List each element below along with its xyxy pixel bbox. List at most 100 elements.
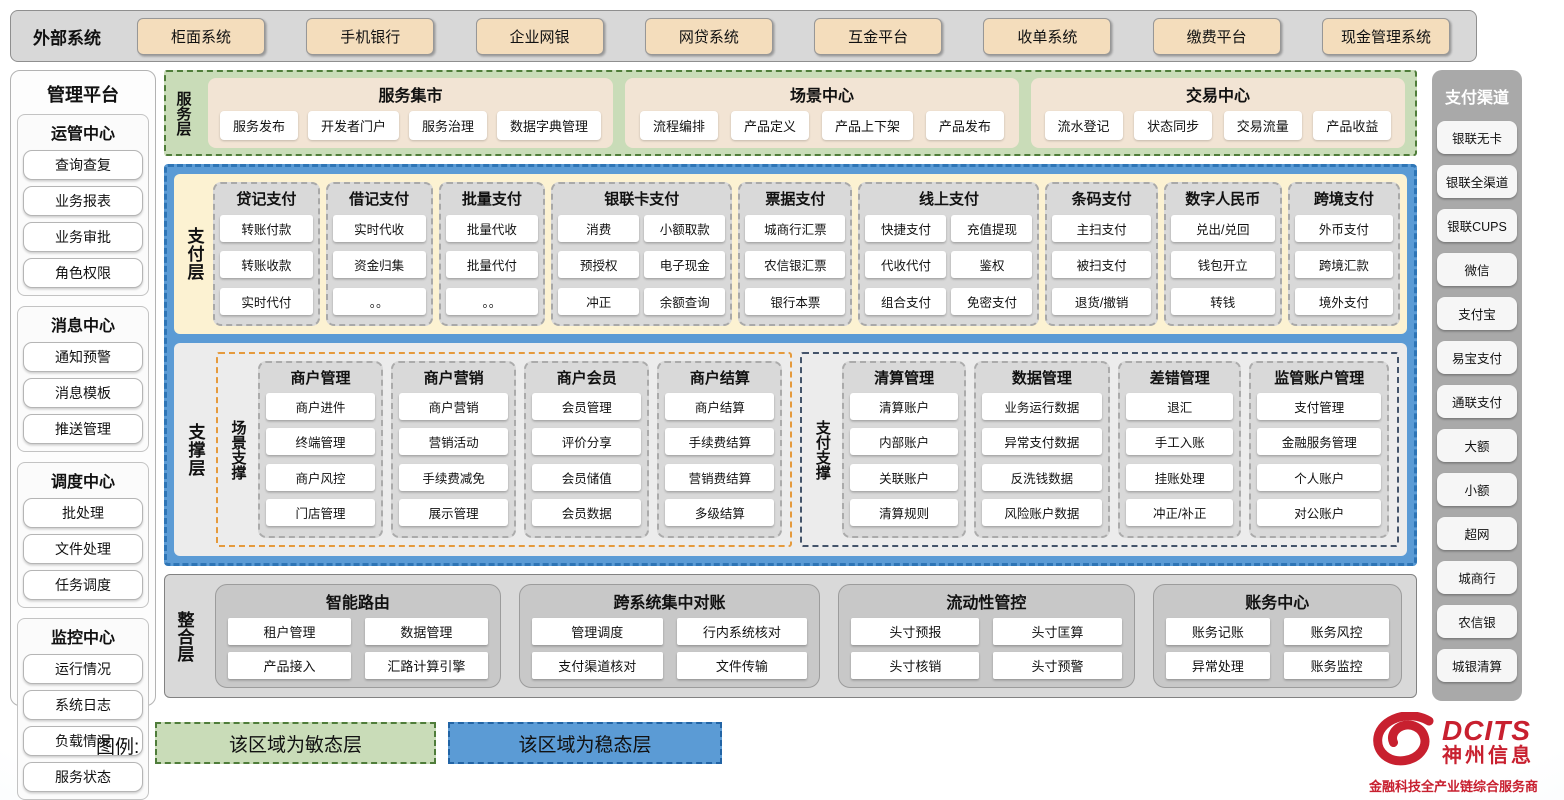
management-item-button[interactable]: 运行情况: [23, 654, 143, 684]
channel-button[interactable]: 城银清算: [1437, 649, 1517, 682]
integration-item-button[interactable]: 账务记账: [1166, 618, 1271, 645]
support-item-button[interactable]: 对公账户: [1257, 499, 1381, 526]
channel-button[interactable]: 通联支付: [1437, 385, 1517, 418]
integration-item-button[interactable]: 租户管理: [228, 618, 351, 645]
management-item-button[interactable]: 业务审批: [23, 222, 143, 252]
support-item-button[interactable]: 清算账户: [850, 393, 957, 420]
external-system-button[interactable]: 收单系统: [983, 18, 1111, 55]
support-item-button[interactable]: 反洗钱数据: [982, 464, 1102, 491]
integration-item-button[interactable]: 支付渠道核对: [532, 652, 663, 679]
payment-item-button[interactable]: 被扫支付: [1052, 251, 1150, 278]
service-item-button[interactable]: 产品上下架: [822, 111, 913, 140]
support-item-button[interactable]: 金融服务管理: [1257, 428, 1381, 455]
external-system-button[interactable]: 柜面系统: [137, 18, 265, 55]
payment-item-button[interactable]: 小额取款: [644, 215, 725, 242]
support-item-button[interactable]: 商户营销: [399, 393, 508, 420]
support-item-button[interactable]: 清算规则: [850, 499, 957, 526]
support-item-button[interactable]: 商户风控: [266, 464, 375, 491]
payment-item-button[interactable]: 银行本票: [745, 288, 845, 315]
support-item-button[interactable]: 内部账户: [850, 428, 957, 455]
support-item-button[interactable]: 展示管理: [399, 499, 508, 526]
support-item-button[interactable]: 会员储值: [532, 464, 641, 491]
support-item-button[interactable]: 营销费结算: [665, 464, 774, 491]
payment-item-button[interactable]: 外币支付: [1295, 215, 1393, 242]
integration-item-button[interactable]: 文件传输: [677, 652, 808, 679]
support-item-button[interactable]: 支付管理: [1257, 393, 1381, 420]
channel-button[interactable]: 城商行: [1437, 561, 1517, 594]
management-item-button[interactable]: 查询查复: [23, 150, 143, 180]
channel-button[interactable]: 银联全渠道: [1437, 165, 1517, 198]
integration-item-button[interactable]: 异常处理: [1166, 652, 1271, 679]
payment-item-button[interactable]: 余额查询: [644, 288, 725, 315]
channel-button[interactable]: 微信: [1437, 253, 1517, 286]
external-system-button[interactable]: 现金管理系统: [1322, 18, 1450, 55]
service-item-button[interactable]: 状态同步: [1134, 111, 1212, 140]
payment-item-button[interactable]: 鉴权: [951, 251, 1032, 278]
integration-item-button[interactable]: 行内系统核对: [677, 618, 808, 645]
service-item-button[interactable]: 产品定义: [731, 111, 809, 140]
service-item-button[interactable]: 产品收益: [1313, 111, 1391, 140]
support-item-button[interactable]: 个人账户: [1257, 464, 1381, 491]
support-item-button[interactable]: 手续费减免: [399, 464, 508, 491]
support-item-button[interactable]: 异常支付数据: [982, 428, 1102, 455]
support-item-button[interactable]: 会员数据: [532, 499, 641, 526]
service-item-button[interactable]: 交易流量: [1224, 111, 1302, 140]
payment-item-button[interactable]: 冲正: [558, 288, 639, 315]
service-item-button[interactable]: 服务发布: [220, 111, 298, 140]
management-item-button[interactable]: 业务报表: [23, 186, 143, 216]
channel-button[interactable]: 支付宝: [1437, 297, 1517, 330]
payment-item-button[interactable]: 消费: [558, 215, 639, 242]
payment-item-button[interactable]: 境外支付: [1295, 288, 1393, 315]
support-item-button[interactable]: 多级结算: [665, 499, 774, 526]
integration-item-button[interactable]: 汇路计算引擎: [365, 652, 488, 679]
integration-item-button[interactable]: 头寸预警: [993, 652, 1121, 679]
service-item-button[interactable]: 产品发布: [926, 111, 1004, 140]
support-item-button[interactable]: 风险账户数据: [982, 499, 1102, 526]
channel-button[interactable]: 银联无卡: [1437, 121, 1517, 154]
payment-item-button[interactable]: 农信银汇票: [745, 251, 845, 278]
integration-item-button[interactable]: 数据管理: [365, 618, 488, 645]
support-item-button[interactable]: 手工入账: [1126, 428, 1233, 455]
payment-item-button[interactable]: 钱包开立: [1171, 251, 1275, 278]
payment-item-button[interactable]: 实时代收: [333, 215, 426, 242]
payment-item-button[interactable]: 跨境汇款: [1295, 251, 1393, 278]
external-system-button[interactable]: 企业网银: [476, 18, 604, 55]
payment-item-button[interactable]: 组合支付: [865, 288, 946, 315]
integration-item-button[interactable]: 账务风控: [1284, 618, 1389, 645]
integration-item-button[interactable]: 头寸预报: [851, 618, 979, 645]
integration-item-button[interactable]: 产品接入: [228, 652, 351, 679]
integration-item-button[interactable]: 管理调度: [532, 618, 663, 645]
support-item-button[interactable]: 营销活动: [399, 428, 508, 455]
management-item-button[interactable]: 通知预警: [23, 342, 143, 372]
payment-item-button[interactable]: 。。: [446, 288, 539, 315]
payment-item-button[interactable]: 实时代付: [220, 288, 313, 315]
integration-item-button[interactable]: 头寸匡算: [993, 618, 1121, 645]
external-system-button[interactable]: 手机银行: [306, 18, 434, 55]
payment-item-button[interactable]: 转账付款: [220, 215, 313, 242]
management-item-button[interactable]: 批处理: [23, 498, 143, 528]
payment-item-button[interactable]: 资金归集: [333, 251, 426, 278]
management-item-button[interactable]: 推送管理: [23, 414, 143, 444]
integration-item-button[interactable]: 账务监控: [1284, 652, 1389, 679]
service-item-button[interactable]: 服务治理: [409, 111, 487, 140]
support-item-button[interactable]: 冲正/补正: [1126, 499, 1233, 526]
channel-button[interactable]: 银联CUPS: [1437, 209, 1517, 242]
payment-item-button[interactable]: 免密支付: [951, 288, 1032, 315]
payment-item-button[interactable]: 充值提现: [951, 215, 1032, 242]
service-item-button[interactable]: 开发者门户: [308, 111, 399, 140]
payment-item-button[interactable]: 城商行汇票: [745, 215, 845, 242]
channel-button[interactable]: 农信银: [1437, 605, 1517, 638]
service-item-button[interactable]: 流程编排: [640, 111, 718, 140]
support-item-button[interactable]: 门店管理: [266, 499, 375, 526]
payment-item-button[interactable]: 兑出/兑回: [1171, 215, 1275, 242]
support-item-button[interactable]: 终端管理: [266, 428, 375, 455]
payment-item-button[interactable]: 。。: [333, 288, 426, 315]
channel-button[interactable]: 易宝支付: [1437, 341, 1517, 374]
external-system-button[interactable]: 互金平台: [814, 18, 942, 55]
payment-item-button[interactable]: 电子现金: [644, 251, 725, 278]
payment-item-button[interactable]: 转账收款: [220, 251, 313, 278]
support-item-button[interactable]: 评价分享: [532, 428, 641, 455]
channel-button[interactable]: 大额: [1437, 429, 1517, 462]
payment-item-button[interactable]: 预授权: [558, 251, 639, 278]
external-system-button[interactable]: 缴费平台: [1153, 18, 1281, 55]
